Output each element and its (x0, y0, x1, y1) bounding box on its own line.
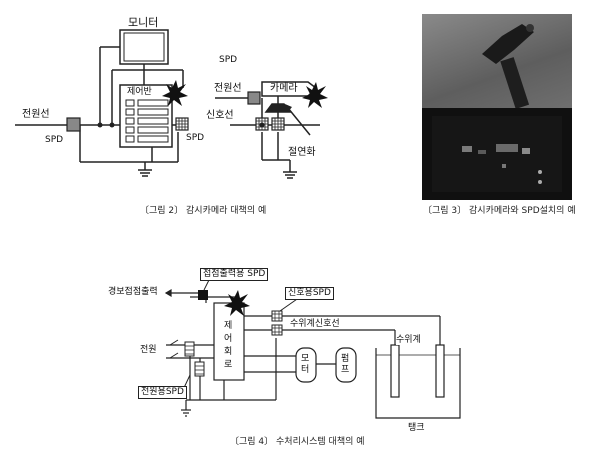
spd-box-left (66, 117, 81, 132)
figure-2-diagram (15, 29, 328, 179)
power-spd-box (194, 361, 205, 377)
signal-spd-box (271, 324, 283, 336)
control-panel-label: 제어반 (127, 87, 152, 97)
lightning-burst-icon (224, 290, 250, 316)
figure-4-diagram (164, 277, 461, 419)
figure-4-caption: 〔그림 4〕 수처리시스템 대책의 예 (230, 437, 365, 447)
lightning-burst-icon (162, 80, 188, 106)
power-spd-box (184, 341, 195, 357)
camera-photo (422, 14, 572, 109)
signal-spd-box (271, 310, 283, 322)
motor-label: 모터 (301, 354, 310, 375)
control-circuit-label: 제어회로 (224, 321, 233, 370)
spd-label: SPD (45, 135, 64, 145)
power-label: 전원 (140, 345, 157, 355)
monitor-label: 모니터 (128, 16, 159, 29)
lightning-burst-icon (302, 82, 328, 108)
signal-line-label: 신호선 (206, 110, 234, 121)
spd-panel-photo (422, 108, 572, 200)
power-line-label: 전원선 (22, 109, 50, 120)
alarm-output-label: 경보접점출력 (108, 287, 158, 297)
signal-spd-label: 신호용SPD (285, 287, 334, 300)
pump-label: 펌프 (341, 354, 350, 375)
figure-2-caption: 〔그림 2〕 감시카메라 대책의 예 (140, 206, 267, 216)
spd-label: SPD (219, 55, 238, 65)
contact-output-spd-box (198, 290, 208, 300)
power-line-label: 전원선 (214, 83, 242, 94)
tank-label: 탱크 (408, 423, 425, 433)
level-signal-line-label: 수위계신호선 (290, 319, 340, 329)
camera-label: 카메라 (270, 83, 298, 94)
spd-box-power-right (247, 91, 261, 105)
power-spd-label: 전원용SPD (138, 386, 187, 399)
contact-output-spd-label: 접점출력용 SPD (200, 268, 269, 281)
spd-label: SPD (186, 133, 205, 143)
insulation-label: 절연화 (288, 147, 316, 158)
level-meter-label: 수위계 (396, 335, 421, 345)
figure-3-caption: 〔그림 3〕 감시카메라와 SPD설치의 예 (423, 206, 576, 216)
